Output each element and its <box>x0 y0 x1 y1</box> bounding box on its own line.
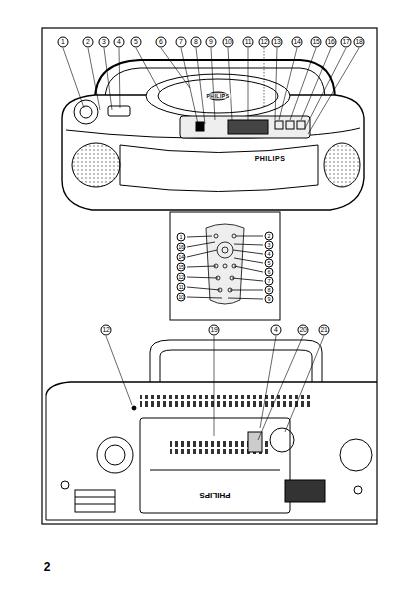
brand-logo: PHILIPS <box>198 491 231 499</box>
callout-number: 12 <box>101 325 112 336</box>
callout-number: 3 <box>99 37 110 48</box>
callout-number: 8 <box>191 37 202 48</box>
callout-number: 15 <box>177 263 186 272</box>
callout-number: 6 <box>156 37 167 48</box>
callout-number: 1 <box>177 233 186 242</box>
callout-number: 9 <box>206 37 217 48</box>
callout-number: 12 <box>259 37 270 48</box>
callout-number: 11 <box>243 37 254 48</box>
callout-number: 14 <box>292 37 303 48</box>
callout-number: 5 <box>265 259 274 268</box>
callout-number: 5 <box>131 37 142 48</box>
callout-number: 21 <box>319 325 330 336</box>
callout-number: 2 <box>265 232 274 241</box>
callout-number: 7 <box>265 277 274 286</box>
callout-number: 6 <box>265 268 274 277</box>
callout-number: 9 <box>265 295 274 304</box>
callout-number: 13 <box>272 37 283 48</box>
callout-number: 18 <box>354 37 365 48</box>
brand-logo: PHILIPS <box>206 94 231 99</box>
callout-number: 16 <box>177 243 186 252</box>
callout-number: 3 <box>265 241 274 250</box>
callout-number: 11 <box>177 283 186 292</box>
callout-number: 2 <box>83 37 94 48</box>
callout-number: 4 <box>265 250 274 259</box>
callout-number: 17 <box>341 37 352 48</box>
brand-logo: PHILIPS <box>254 155 287 162</box>
callout-number: 10 <box>177 293 186 302</box>
page-number: 2 <box>44 561 51 573</box>
callout-number: 14 <box>177 253 186 262</box>
callout-number: 7 <box>176 37 187 48</box>
callout-number: 4 <box>271 325 282 336</box>
callout-number: 10 <box>223 37 234 48</box>
callout-number: 15 <box>311 37 322 48</box>
callout-number: 19 <box>209 325 220 336</box>
callout-number: 12 <box>177 273 186 282</box>
callout-number: 20 <box>298 325 309 336</box>
callout-number: 16 <box>326 37 337 48</box>
callout-number: 4 <box>114 37 125 48</box>
callout-number: 1 <box>58 37 69 48</box>
callout-number: 8 <box>265 286 274 295</box>
